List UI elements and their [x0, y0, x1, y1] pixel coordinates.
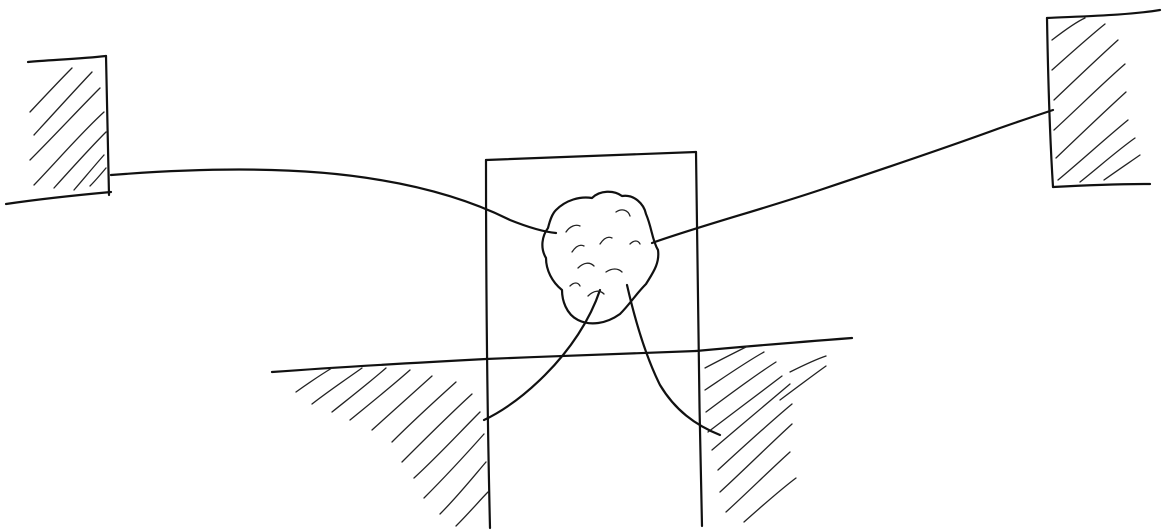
suspended-mass [542, 192, 658, 324]
cable-right [652, 110, 1053, 243]
right-ground-mass [705, 346, 826, 522]
ground-line-left [272, 359, 486, 372]
right-anchor-block [1047, 10, 1160, 187]
central-frame [486, 152, 702, 528]
cable-left [111, 170, 556, 233]
left-ground-mass [296, 368, 488, 526]
left-anchor-block [6, 56, 111, 204]
ground-line-right [696, 338, 852, 351]
